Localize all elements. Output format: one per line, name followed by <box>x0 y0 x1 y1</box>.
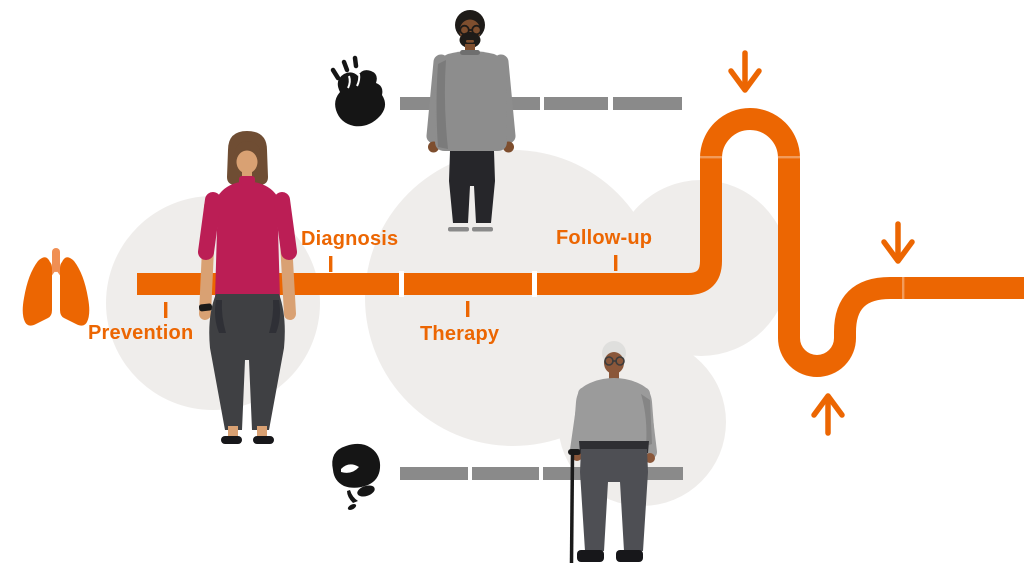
stage-label-followup: Follow-up <box>556 227 653 249</box>
elderly-man-with-cane-figure <box>568 341 657 564</box>
stage-ticks <box>164 255 618 318</box>
down-arrow-right-icon <box>881 221 915 264</box>
lungs-icon <box>22 248 90 326</box>
segment-joint <box>700 156 722 159</box>
segment-joint <box>902 277 905 299</box>
stage-label-prevention: Prevention <box>88 322 194 344</box>
segment-joint <box>778 156 800 159</box>
stage-label-therapy: Therapy <box>420 323 500 345</box>
segment-gap <box>399 271 404 297</box>
patient-pathway <box>137 108 1024 377</box>
man-standing-figure <box>426 10 516 232</box>
tick-diagnosis <box>329 256 333 272</box>
down-arrow-peak-icon <box>728 50 762 93</box>
heart-icon <box>330 55 386 127</box>
stage-label-diagnosis: Diagnosis <box>301 228 399 250</box>
tick-followup <box>614 255 618 271</box>
woman-standing-figure <box>198 131 297 444</box>
pathway-arrows <box>728 50 915 436</box>
segment-gap <box>532 271 537 297</box>
up-arrow-valley-icon <box>811 393 845 436</box>
tick-prevention <box>164 302 168 318</box>
tick-therapy <box>466 301 470 317</box>
lower-gray-bar <box>400 467 683 480</box>
brain-icon <box>332 443 381 510</box>
pathway-line <box>137 108 1024 377</box>
